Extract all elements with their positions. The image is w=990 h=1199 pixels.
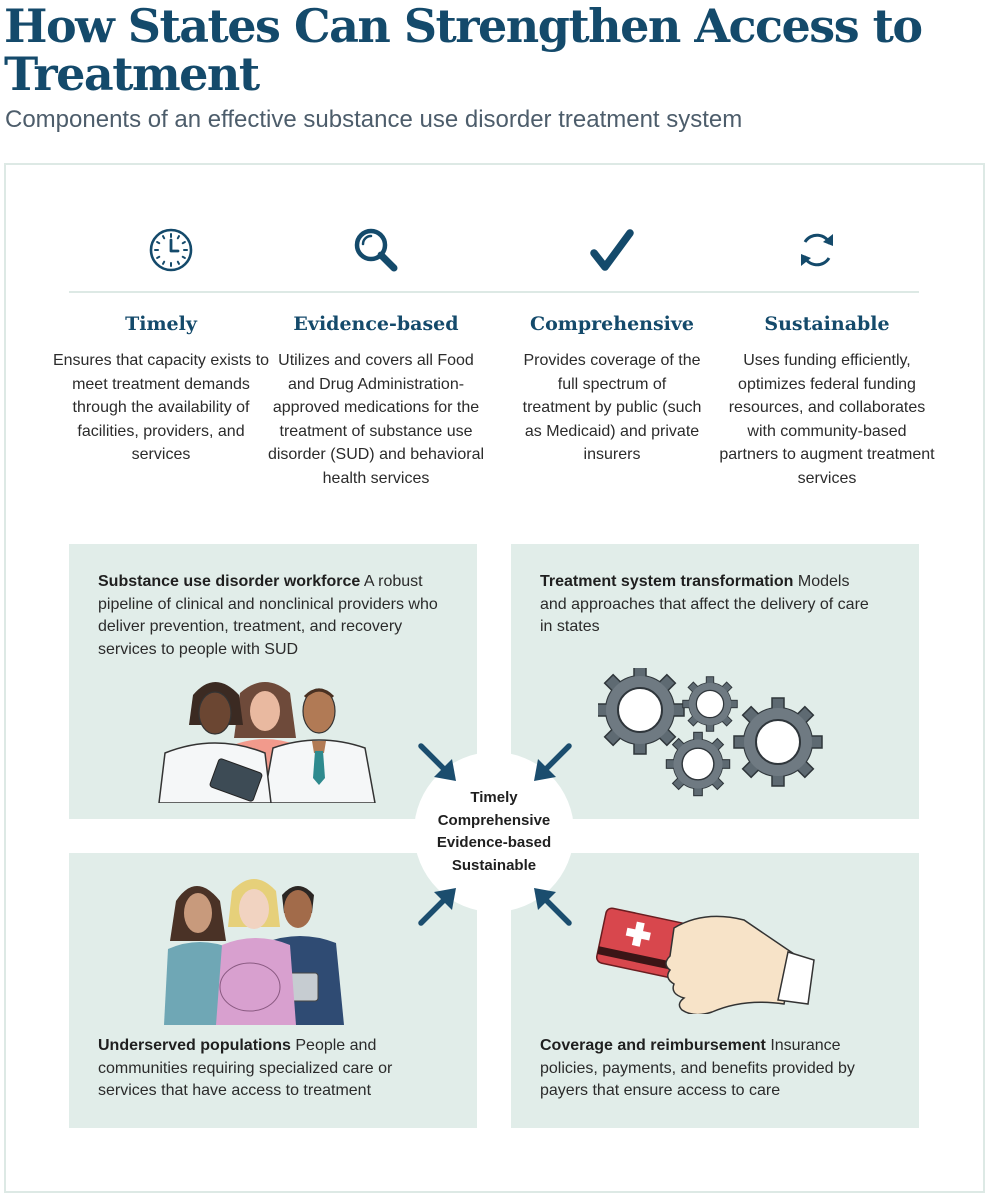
checkmark-icon	[590, 229, 634, 271]
column-text-comprehensive: Provides coverage of the full spectrum o…	[522, 352, 702, 464]
diverse-people-illustration	[164, 879, 344, 1025]
refresh-icon	[801, 233, 833, 267]
center-line-comprehensive: Comprehensive	[437, 811, 551, 829]
column-heading-comprehensive: Comprehensive	[529, 313, 695, 335]
populations-description: Underserved populations People and commu…	[98, 1035, 428, 1103]
workforce-description: Substance use disorder workforce A robus…	[98, 571, 443, 661]
gears-illustration	[598, 668, 823, 797]
magnifier-icon	[354, 228, 398, 272]
workforce-title: Substance use disorder workforce	[98, 573, 361, 590]
arrow-bottom-left-icon	[418, 888, 456, 926]
center-line-timely: Timely	[470, 789, 518, 806]
transformation-title: Treatment system transformation	[540, 573, 794, 590]
populations-title: Underserved populations	[98, 1037, 291, 1054]
workforce-text: A robust pipeline of clinical and noncli…	[98, 573, 438, 658]
column-text-timely: Ensures that capacity exists to meet tre…	[52, 352, 270, 464]
coverage-title: Coverage and reimbursement	[540, 1037, 766, 1054]
coverage-text: Insurance policies, payments, and benefi…	[540, 1037, 855, 1099]
page-subtitle: Components of an effective substance use…	[5, 106, 743, 133]
hand-insurance-card-illustration	[596, 907, 815, 1014]
center-line-sustainable: Sustainable	[451, 856, 537, 874]
healthcare-workers-illustration	[158, 682, 376, 803]
populations-text: People and communities requiring special…	[98, 1037, 393, 1099]
column-divider	[69, 291, 919, 293]
arrow-top-left-icon	[418, 743, 456, 781]
page-title: How States Can Strengthen Access to Trea…	[4, 0, 923, 101]
center-summary-circle: Timely Comprehensive Evidence-based Sust…	[414, 752, 574, 912]
column-heading-sustainable: Sustainable	[764, 313, 890, 335]
arrow-top-right-icon	[534, 743, 572, 781]
column-heading-evidence-based: Evidence-based	[293, 313, 459, 335]
transformation-text: Models and approaches that affect the de…	[540, 573, 869, 635]
column-heading-timely: Timely	[125, 313, 197, 335]
center-line-evidence-based: Evidence-based	[436, 834, 552, 851]
column-text-sustainable: Uses funding efficiently, optimizes fede…	[719, 352, 935, 487]
clock-icon	[149, 228, 193, 272]
transformation-description: Treatment system transformation Models a…	[540, 571, 875, 639]
coverage-description: Coverage and reimbursement Insurance pol…	[540, 1035, 885, 1103]
column-text-evidence-based: Utilizes and covers all Food and Drug Ad…	[267, 352, 485, 487]
content-frame	[4, 163, 985, 1193]
arrow-bottom-right-icon	[534, 888, 572, 926]
